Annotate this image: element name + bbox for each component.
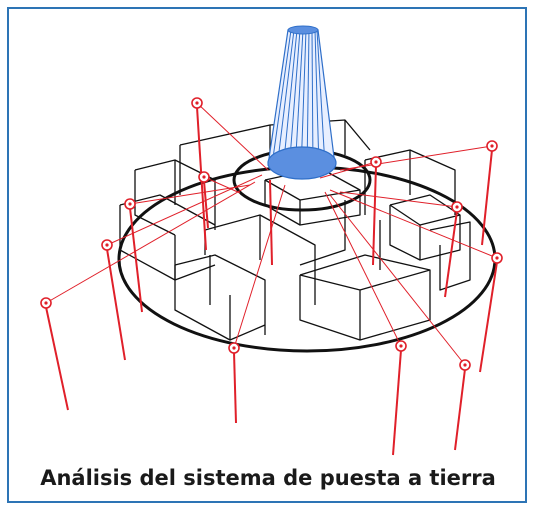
building-wireframe: [119, 119, 471, 341]
electrode-connections: [45, 102, 498, 366]
ground-rods: [45, 106, 498, 456]
figure-caption: Análisis del sistema de puesta a tierra: [40, 466, 496, 490]
chimney: [267, 25, 337, 180]
